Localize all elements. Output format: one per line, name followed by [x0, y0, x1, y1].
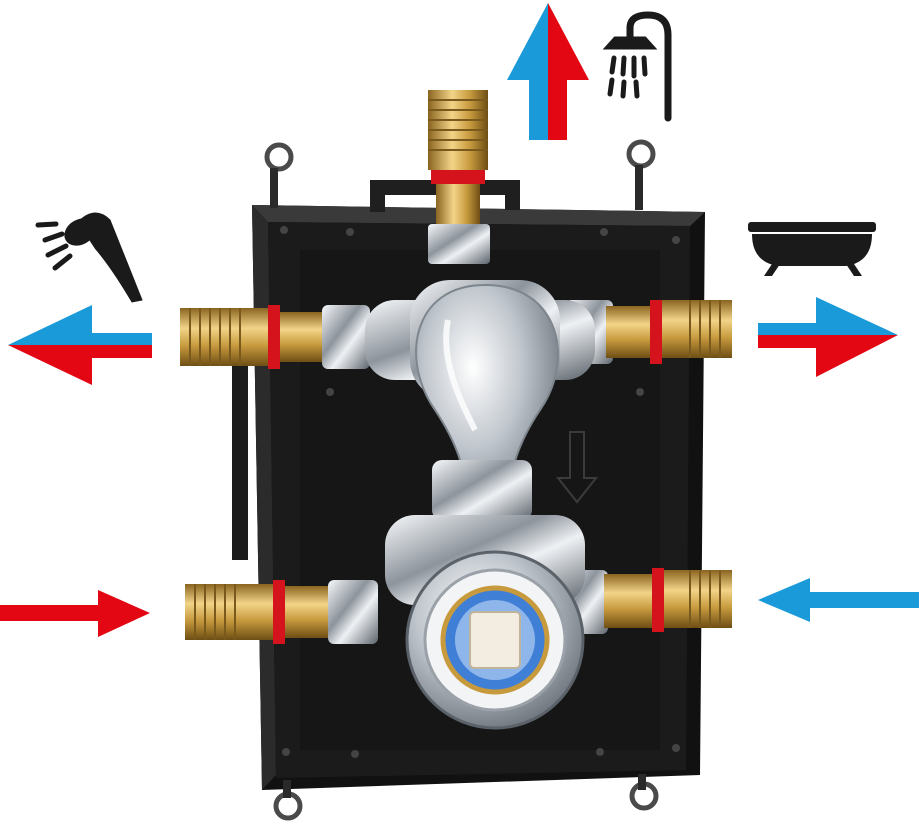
hot-inlet-fitting	[185, 580, 378, 644]
right-outlet-arrow	[758, 297, 898, 377]
cold-inlet-arrow	[758, 578, 919, 622]
top-outlet-arrow	[507, 3, 589, 140]
left-outlet-arrow	[8, 305, 152, 385]
overhead-shower-icon	[602, 11, 672, 122]
cartridge-spindle	[469, 611, 521, 669]
hot-inlet-arrow	[0, 590, 150, 637]
embossed-down-arrow	[555, 431, 599, 504]
left-outlet-fitting	[180, 305, 370, 369]
hand-shower-icon	[35, 212, 143, 303]
chrome-valve-body	[365, 280, 595, 730]
top-outlet-fitting	[428, 90, 490, 264]
cold-inlet-fitting	[560, 568, 732, 634]
bathtub-icon	[748, 222, 876, 276]
